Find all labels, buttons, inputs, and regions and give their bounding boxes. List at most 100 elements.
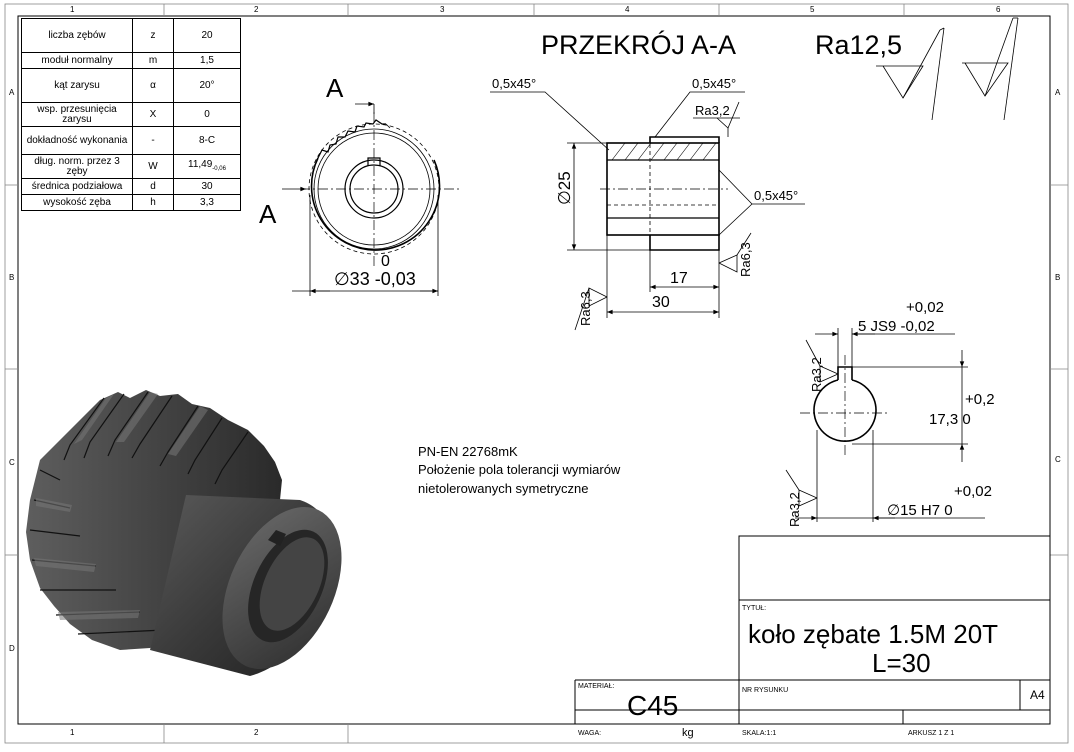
param-name: wsp. przesunięcia zarysu [21, 102, 133, 127]
section-ra-bore: Ra3,2 [695, 103, 730, 118]
general-roughness-value: Ra12,5 [815, 30, 902, 60]
zone-row-d: D [9, 644, 15, 653]
zone-col-2-bottom: 2 [254, 728, 259, 737]
param-value-text: 8-C [198, 134, 216, 146]
gear-3d-render [26, 390, 342, 676]
zone-col-5: 5 [810, 5, 815, 14]
zone-row-b: B [9, 273, 14, 282]
roughness-symbol [876, 65, 924, 99]
chamfer-label-1: 0,5x45° [492, 76, 536, 91]
sheet-size: A4 [1030, 688, 1045, 702]
material-label: MATERIAŁ: [578, 683, 614, 690]
zone-col-1: 1 [70, 5, 75, 14]
title-block: TYTUŁ: koło zębate 1.5M 20T L=30 MATERIA… [574, 535, 1051, 739]
param-value: 11,49-0,06 [173, 154, 241, 179]
zone-row-a: A [9, 88, 15, 97]
key-width-tol: +0,02 [906, 299, 944, 316]
section-view: 0,5x45° 0,5x45° 0,5x45° Ra3,2 ∅25 17 30 [490, 76, 805, 331]
param-symbol: X [132, 102, 174, 127]
param-row: dokładność wykonania-8-C [21, 126, 241, 155]
section-ra-face-right: Ra6,3 [738, 242, 753, 277]
drawing-frame [4, 3, 1069, 744]
section-ra-face-left: Ra6,3 [578, 291, 593, 326]
param-value-text: 1,5 [200, 54, 214, 66]
roughness-symbol-generic [962, 62, 1009, 97]
section-dim-17: 17 [670, 270, 688, 287]
sheet-number-label: ARKUSZ 1 Z 1 [908, 730, 954, 737]
note-line-3: nietolerowanych symetryczne [418, 481, 589, 496]
zone-col-6: 6 [996, 5, 1001, 14]
param-value-text: 30 [201, 180, 213, 192]
param-value-tolerance: -0,06 [212, 165, 226, 172]
general-notes: PN-EN 22768mK Położenie pola tolerancji … [418, 444, 621, 496]
chamfer-label-3: 0,5x45° [754, 188, 798, 203]
bore-tol: +0,02 [954, 483, 992, 500]
param-symbol: m [132, 52, 174, 69]
bore-dim: ∅15 H7 0 [887, 502, 953, 519]
param-name: liczba zębów [21, 18, 133, 53]
param-value: 3,3 [173, 194, 241, 211]
param-symbol: h [132, 194, 174, 211]
param-value-text: 11,49 [188, 158, 213, 170]
param-name: moduł normalny [21, 52, 133, 69]
section-letter-left: A [259, 199, 277, 229]
note-line-2: Położenie pola tolerancji wymiarów [418, 462, 621, 477]
note-line-1: PN-EN 22768mK [418, 444, 518, 459]
param-symbol: α [132, 68, 174, 103]
chamfer-label-2: 0,5x45° [692, 76, 736, 91]
zone-col-3: 3 [440, 5, 445, 14]
drawing-title-line1: koło zębate 1.5M 20T [748, 619, 998, 649]
section-dia-25: ∅25 [555, 171, 574, 205]
param-value: 1,5 [173, 52, 241, 69]
param-value-text: 20 [201, 29, 213, 41]
weight-unit: kg [682, 727, 694, 739]
param-value-text: 3,3 [200, 196, 214, 208]
param-name: dług. norm. przez 3 zęby [21, 154, 133, 179]
zone-row-c-right: C [1055, 455, 1061, 464]
general-roughness: Ra12,5 [815, 17, 1019, 121]
zone-col-4: 4 [625, 5, 630, 14]
zone-row-b-right: B [1055, 273, 1060, 282]
keyway-ra-bottom: Ra3,2 [787, 492, 802, 527]
param-symbol: z [132, 18, 174, 53]
drawing-number-label: NR RYSUNKU [742, 687, 788, 694]
param-name: dokładność wykonania [21, 126, 133, 155]
param-value: 8-C [173, 126, 241, 155]
keyway-view: +0,02 5 JS9 -0,02 Ra3,2 +0,2 17,3 0 +0,0… [785, 299, 995, 527]
param-value: 20° [173, 68, 241, 103]
param-symbol: W [132, 154, 174, 179]
section-title: PRZEKRÓJ A-A [541, 29, 736, 60]
front-view: A A 0 ∅33 -0,03 [259, 73, 460, 296]
keyway-ra-top: Ra3,2 [809, 357, 824, 392]
scale-label: SKALA:1:1 [742, 730, 776, 737]
keyway-height-tol: +0,2 [965, 391, 995, 408]
param-value: 20 [173, 18, 241, 53]
param-name: kąt zarysu [21, 68, 133, 103]
drawing-title-line2: L=30 [872, 648, 931, 678]
zone-row-a-right: A [1055, 88, 1061, 97]
section-dim-30: 30 [652, 294, 670, 311]
title-label: TYTUŁ: [742, 605, 766, 612]
param-name: średnica podziałowa [21, 178, 133, 195]
param-value-text: 0 [204, 108, 210, 120]
param-value: 0 [173, 102, 241, 127]
front-dim-tol: 0 [381, 253, 390, 270]
param-symbol: d [132, 178, 174, 195]
weight-label: WAGA: [578, 730, 601, 737]
zone-labels: 1 2 3 4 5 6 1 2 A B C D A B C [9, 5, 1061, 737]
key-width-dim: 5 JS9 -0,02 [858, 318, 935, 335]
param-value-text: 20° [199, 79, 215, 91]
param-value: 30 [173, 178, 241, 195]
param-name: wysokość zęba [21, 194, 133, 211]
zone-row-c: C [9, 458, 15, 467]
material-value: C45 [627, 690, 678, 721]
